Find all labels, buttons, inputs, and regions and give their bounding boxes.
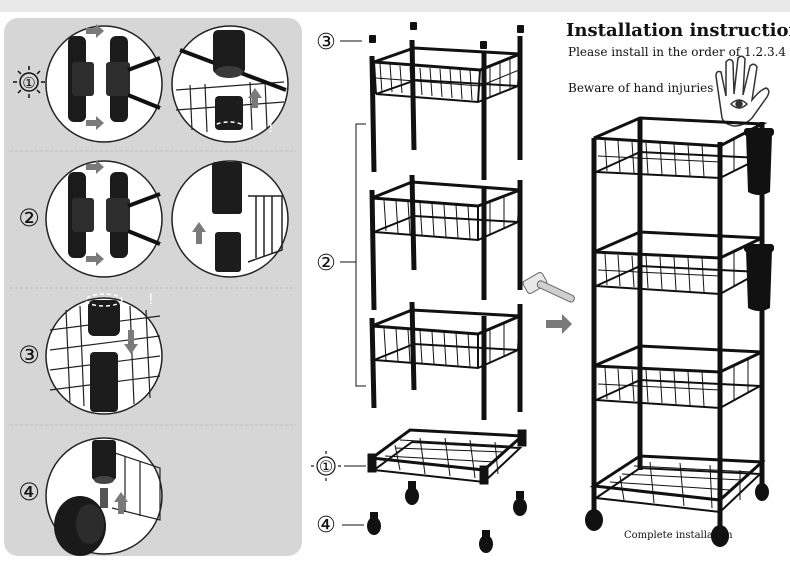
complete-installation-label: Complete installation <box>624 530 733 541</box>
arrow-right-icon <box>86 160 104 174</box>
leg-joint-circle <box>171 160 289 278</box>
cap-insert-circle <box>45 293 163 415</box>
exploded-view: ③ <box>311 22 575 553</box>
step-four-row: ④ <box>18 437 163 556</box>
wheel-detail-circle <box>45 437 163 556</box>
top-basket <box>369 36 523 180</box>
complete-cart <box>589 116 768 530</box>
arrow-up-icon <box>114 492 128 514</box>
step-two-row: ② <box>18 160 289 278</box>
arrow-up-icon <box>192 222 206 244</box>
top-caps <box>369 22 524 49</box>
warning-text: Beware of hand injuries <box>568 81 713 95</box>
page-subtitle: Please install in the order of 1.2.3.4 <box>568 45 786 59</box>
exploded-step-three-label: ③ <box>316 30 336 55</box>
step-two-number: ② <box>18 204 40 232</box>
complete-cart-casters <box>585 483 769 547</box>
clip-detail-circle <box>45 24 163 143</box>
arrow-right-icon <box>546 314 572 334</box>
step-three-number: ③ <box>18 341 40 369</box>
arrow-right-icon <box>86 116 104 130</box>
step-one-number: ① <box>22 74 35 92</box>
side-cups <box>744 128 774 311</box>
hammer-icon <box>522 272 575 303</box>
sun-step-icon <box>13 66 45 98</box>
left-steps-panel: ① <box>4 18 302 556</box>
arrow-up-icon <box>248 88 262 108</box>
lower-middle-basket <box>369 301 523 420</box>
exploded-step-four-label: ④ <box>316 513 336 538</box>
svg-text:!: ! <box>148 292 154 308</box>
step-four-number: ④ <box>18 478 40 506</box>
step-two-bracket <box>340 123 366 387</box>
page-title: Installation instruction <box>566 20 790 41</box>
clip-detail-circle <box>45 160 163 278</box>
arrow-right-icon <box>86 24 104 38</box>
bottom-tray <box>367 428 527 485</box>
step-one-row: ① <box>13 24 289 143</box>
hand-warning-icon <box>715 55 770 127</box>
arrow-right-icon <box>86 252 104 266</box>
top-strip <box>0 0 790 12</box>
svg-text:!: ! <box>268 120 274 136</box>
cap-detail-circle: ! <box>171 25 289 143</box>
exploded-step-two-label: ② <box>316 251 336 276</box>
step-three-row: ③ ! <box>18 292 163 415</box>
upper-middle-basket <box>369 174 523 311</box>
sun-step-icon <box>311 451 341 481</box>
casters <box>367 481 527 553</box>
exploded-step-one-label: ① <box>319 457 333 476</box>
